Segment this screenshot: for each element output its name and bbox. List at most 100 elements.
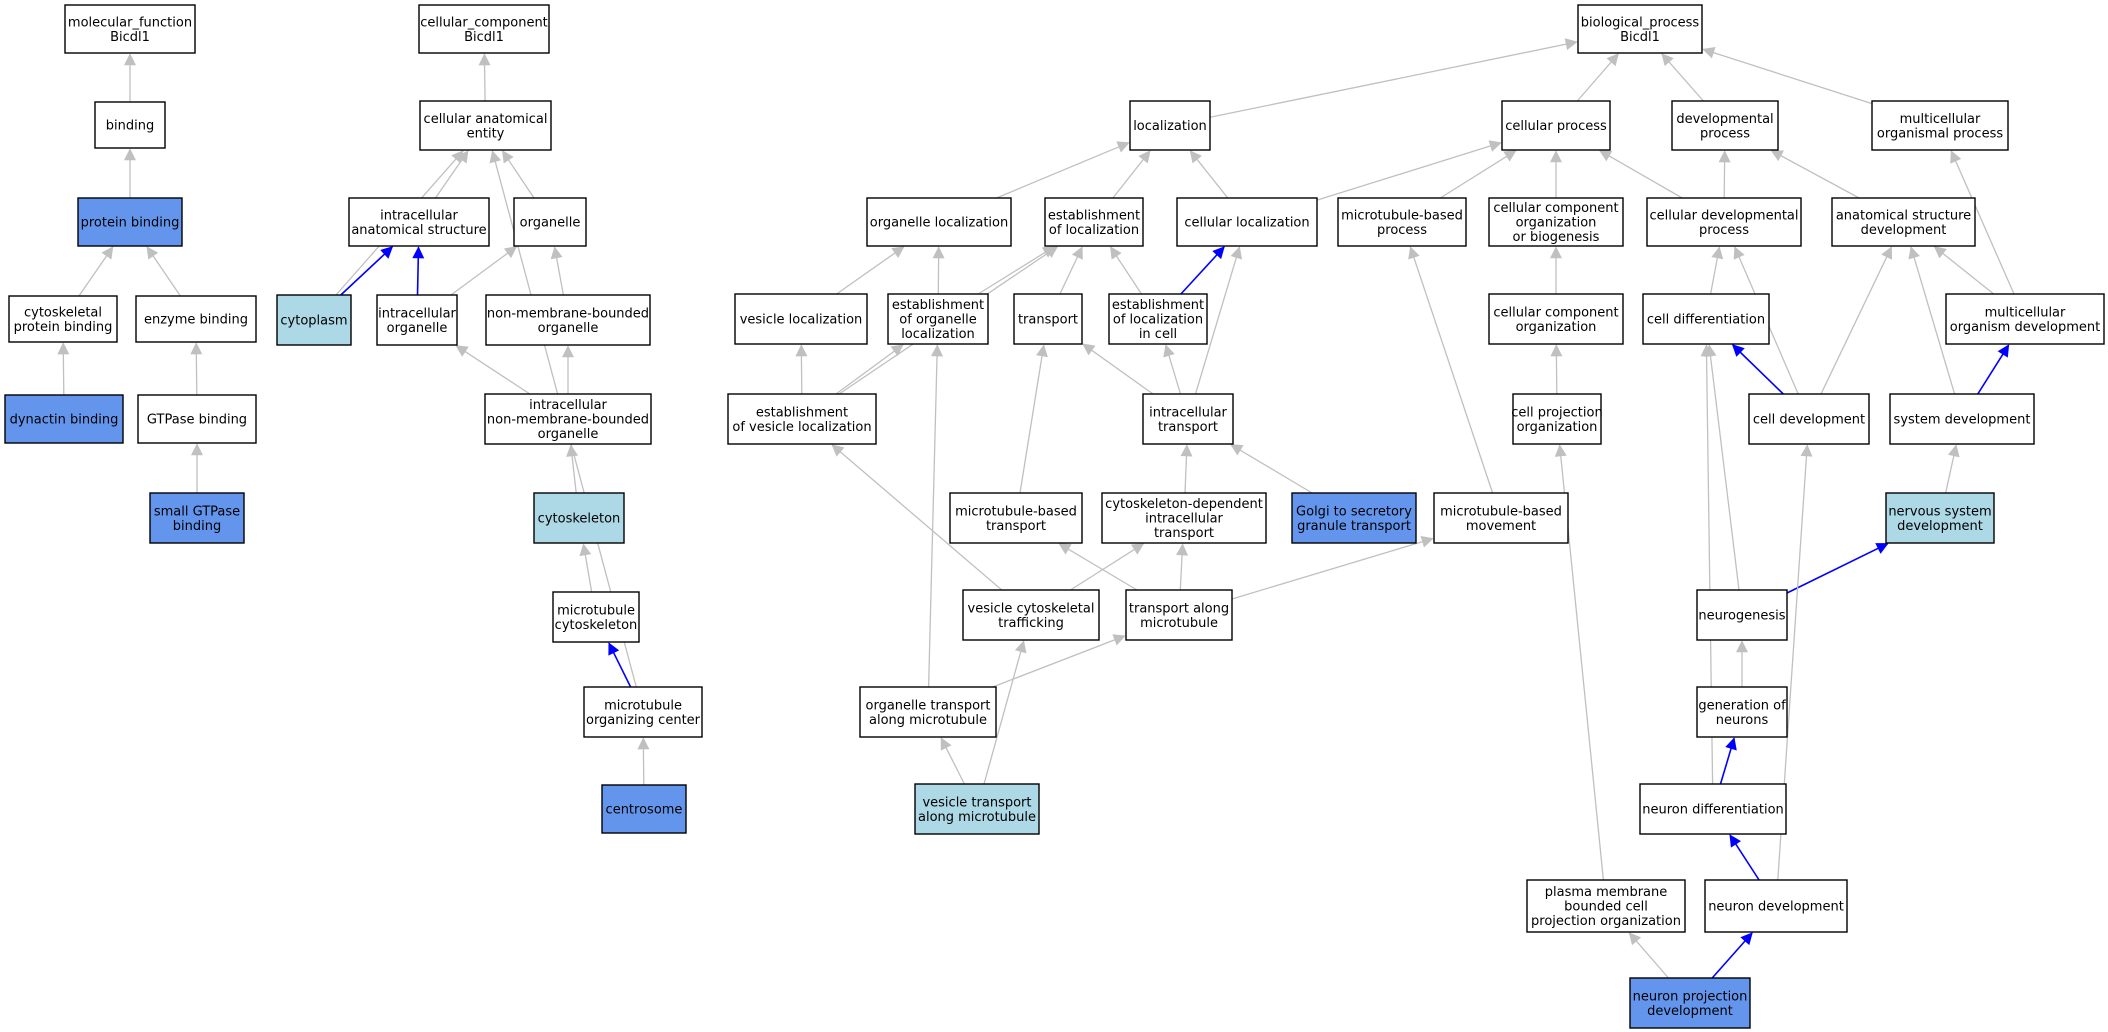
- node-protein-binding[interactable]: protein binding: [77, 197, 183, 247]
- edge-cell-differentiation-to-cellular-developmental-process: [1709, 246, 1724, 295]
- node-label-line: cell projection: [1511, 405, 1602, 420]
- node-label-line: cellular developmental: [1650, 208, 1799, 223]
- node-binding[interactable]: binding: [94, 101, 166, 149]
- node-label-line: non-membrane-bounded: [487, 413, 649, 428]
- node-label-line: intracellular: [380, 208, 458, 223]
- edge-multicellular-organism-development-to-anatomical-structure-development: [1933, 246, 1995, 295]
- node-transport[interactable]: transport: [1013, 293, 1083, 345]
- edge-organelle-localization-to-localization: [996, 141, 1130, 199]
- edge-cell-development-to-cell-differentiation: [1731, 344, 1784, 395]
- node-dynactin-binding[interactable]: dynactin binding: [4, 394, 124, 444]
- node-label-line: organelle transport: [866, 698, 991, 713]
- node-label-line: localization: [1133, 119, 1207, 134]
- node-label-line: dynactin binding: [10, 413, 119, 428]
- node-intracellular-non-membrane-bounded-organelle[interactable]: intracellularnon-membrane-boundedorganel…: [484, 393, 652, 445]
- node-label-line: centrosome: [606, 803, 683, 818]
- node-neuron-differentiation[interactable]: neuron differentiation: [1639, 783, 1787, 835]
- node-label-line: binding: [106, 119, 154, 134]
- node-box: [419, 100, 552, 151]
- node-box: [1696, 589, 1788, 641]
- node-box: [1642, 293, 1770, 345]
- node-gtpase-binding[interactable]: GTPase binding: [137, 394, 257, 444]
- node-box: [1831, 197, 1976, 247]
- node-box: [1639, 783, 1787, 835]
- node-cytoskeleton[interactable]: cytoskeleton: [533, 492, 625, 544]
- node-neuron-development[interactable]: neuron development: [1704, 879, 1848, 933]
- node-enzyme-binding[interactable]: enzyme binding: [135, 295, 257, 343]
- node-label-line: biological_process: [1581, 15, 1700, 30]
- edge-cellular-developmental-process-to-developmental-process: [1718, 150, 1731, 199]
- node-label-line: cytoskeleton: [555, 618, 638, 633]
- node-cell-differentiation[interactable]: cell differentiation: [1642, 293, 1770, 345]
- node-label-line: developmental: [1676, 112, 1773, 127]
- node-label-line: neuron projection: [1633, 989, 1748, 1004]
- node-label-line: cell differentiation: [1647, 313, 1765, 328]
- node-centrosome[interactable]: centrosome: [601, 784, 687, 834]
- edge-organelle-transport-along-microtubule-to-transport-along-microtubule: [992, 634, 1126, 688]
- node-label-line: transport: [1158, 420, 1218, 435]
- node-cytoplasm[interactable]: cytoplasm: [276, 294, 352, 346]
- node-cellular-process[interactable]: cellular process: [1501, 100, 1611, 151]
- node-box: [1291, 492, 1417, 544]
- node-neurogenesis[interactable]: neurogenesis: [1696, 589, 1788, 641]
- node-box: [137, 394, 257, 444]
- node-organelle[interactable]: organelle: [513, 197, 587, 247]
- node-organelle-localization[interactable]: organelle localization: [866, 197, 1012, 247]
- node-cellular-localization[interactable]: cellular localization: [1176, 197, 1318, 247]
- node-localization[interactable]: localization: [1129, 100, 1211, 151]
- node-label-line: bounded cell: [1564, 900, 1648, 915]
- node-box: [949, 492, 1083, 544]
- node-box: [94, 101, 166, 149]
- edge-developmental-process-to-bp-root: [1661, 53, 1704, 102]
- edge-cytoskeleton-dependent-intracellular-transport-to-intracellular-transport: [1180, 444, 1193, 494]
- node-label-line: establishment: [1048, 208, 1140, 223]
- node-vesicle-localization[interactable]: vesicle localization: [734, 293, 868, 345]
- node-cell-development[interactable]: cell development: [1748, 393, 1870, 445]
- node-cytoskeleton-dependent-intracellular-transport[interactable]: cytoskeleton-dependentintracellulartrans…: [1101, 492, 1267, 544]
- node-label-line: organismal process: [1877, 126, 2003, 141]
- edge-nervous-system-development-to-system-development: [1944, 444, 1960, 494]
- node-box: [1629, 977, 1751, 1029]
- edge-anatomical-structure-development-to-developmental-process: [1770, 150, 1860, 199]
- edge-neuron-development-to-neuron-differentiation: [1729, 834, 1760, 881]
- node-system-development[interactable]: system development: [1889, 393, 2035, 445]
- edge-cellular-developmental-process-to-cellular-process: [1598, 150, 1683, 199]
